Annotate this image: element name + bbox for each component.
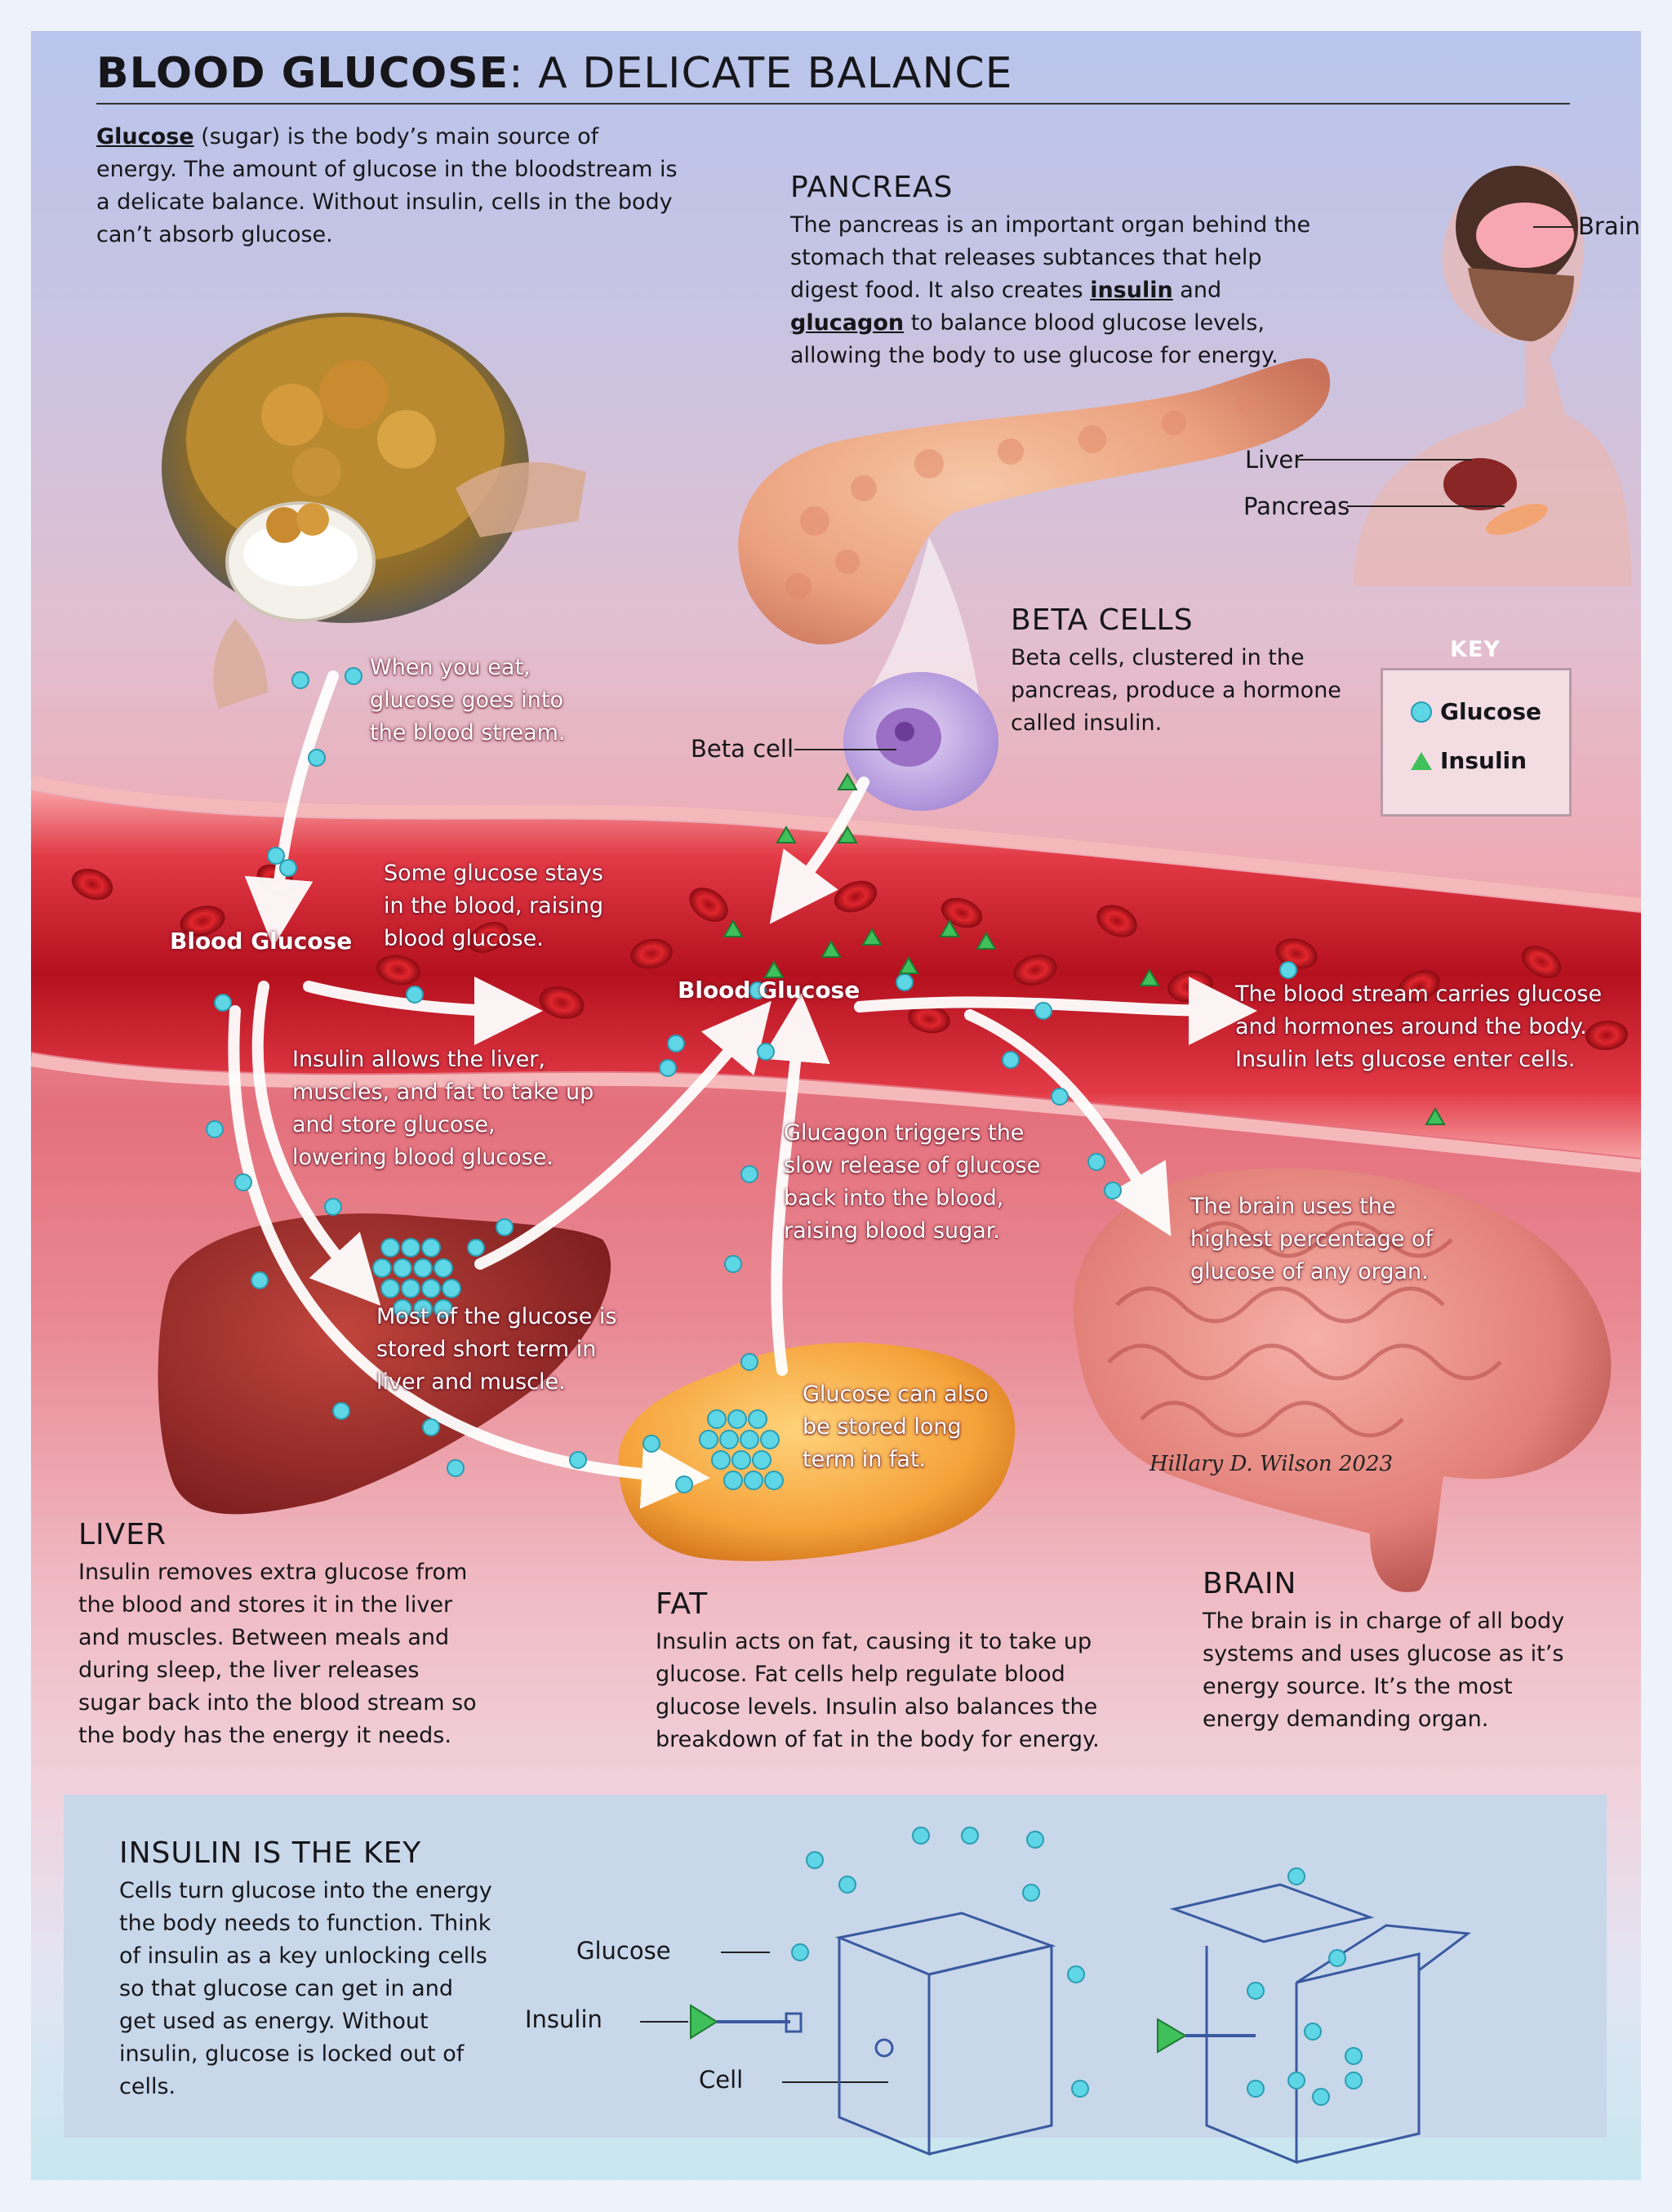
fat-section: FAT Insulin acts on fat, causing it to t… <box>656 1587 1113 1756</box>
liver-section: LIVER Insulin removes extra glucose from… <box>78 1517 487 1752</box>
glucose-icon <box>1411 701 1432 723</box>
note-stored-long-term: Glucose can also be stored long term in … <box>803 1382 989 1472</box>
artist-signature: Hillary D. Wilson 2023 <box>1150 1452 1394 1476</box>
note-stored-short-term: Most of the glucose is stored short term… <box>376 1304 617 1395</box>
note-when-you-eat: When you eat, glucose goes into the bloo… <box>370 655 566 745</box>
glucose-molecules <box>206 667 1297 1493</box>
label-beta-cell: Beta cell <box>691 735 794 763</box>
insulin-key-diagram <box>64 1795 1607 2165</box>
brain-illustration <box>1073 1168 1612 1592</box>
note-brain-uses: The brain uses the highest percentage of… <box>1190 1194 1434 1284</box>
label-cell: Cell <box>699 2066 744 2094</box>
legend-key: Glucose Insulin <box>1381 668 1572 817</box>
glucose-cluster-fat <box>699 1409 784 1490</box>
flow-arrows <box>228 670 1257 1509</box>
note-blood-stream-carries: The blood stream carries glucose and hor… <box>1235 981 1603 1072</box>
beta-cell-illustration <box>794 537 998 811</box>
intro-text: Glucose (sugar) is the body’s main sourc… <box>96 124 678 247</box>
insulin-term: insulin <box>1090 278 1173 303</box>
blood-vessel <box>31 776 1641 1173</box>
red-blood-cells <box>71 864 1628 1051</box>
beta-cells-heading: BETA CELLS <box>1011 603 1194 637</box>
insulin-icon <box>1411 751 1432 770</box>
key-title: KEY <box>1450 637 1501 662</box>
label-insulin: Insulin <box>525 2005 603 2033</box>
glucagon-term: glucagon <box>790 310 905 336</box>
fat-heading: FAT <box>656 1587 709 1621</box>
brain-section: BRAIN The brain is in charge of all body… <box>1203 1566 1578 1736</box>
pancreas-illustration <box>738 358 1331 645</box>
brain-heading: BRAIN <box>1203 1567 1297 1600</box>
beta-cells-section: BETA CELLS Beta cells, clustered in the … <box>1011 603 1354 740</box>
food-pot-illustration <box>162 313 586 709</box>
label-brain: Brain <box>1578 212 1641 240</box>
label-blood-glucose-center: Blood Glucose <box>678 977 860 1004</box>
infographic-poster: BLOOD GLUCOSE: A DELICATE BALANCE Glucos… <box>31 31 1641 2180</box>
insulin-key-section: INSULIN IS THE KEY Cells turn glucose in… <box>119 1836 495 2103</box>
fat-tissue-illustration <box>618 1342 1016 1561</box>
label-glucose: Glucose <box>576 1937 671 1965</box>
key-glucose: Glucose <box>1411 698 1541 725</box>
label-liver: Liver <box>1245 446 1304 474</box>
note-glucose-stays: Some glucose stays in the blood, raising… <box>384 861 604 951</box>
note-insulin-allows: Insulin allows the liver, muscles, and f… <box>292 1047 594 1170</box>
label-pancreas: Pancreas <box>1243 492 1350 520</box>
pancreas-heading: PANCREAS <box>790 171 954 204</box>
label-blood-glucose-left: Blood Glucose <box>170 928 353 955</box>
body-silhouette <box>1298 165 1631 586</box>
glucose-cluster-liver <box>372 1238 461 1319</box>
note-glucagon: Glucagon triggers the slow release of gl… <box>784 1120 1041 1244</box>
liver-illustration <box>158 1213 611 1515</box>
illustration-layer <box>31 165 1641 2165</box>
page-title: BLOOD GLUCOSE: A DELICATE BALANCE <box>96 49 1013 98</box>
liver-heading: LIVER <box>78 1518 167 1551</box>
pancreas-section: PANCREAS The pancreas is an important or… <box>790 170 1313 372</box>
glucose-term: Glucose <box>96 124 194 149</box>
insulin-molecules <box>723 772 1446 1125</box>
insulin-key-heading: INSULIN IS THE KEY <box>119 1836 422 1870</box>
key-insulin: Insulin <box>1411 747 1527 774</box>
title-rule <box>96 103 1570 105</box>
